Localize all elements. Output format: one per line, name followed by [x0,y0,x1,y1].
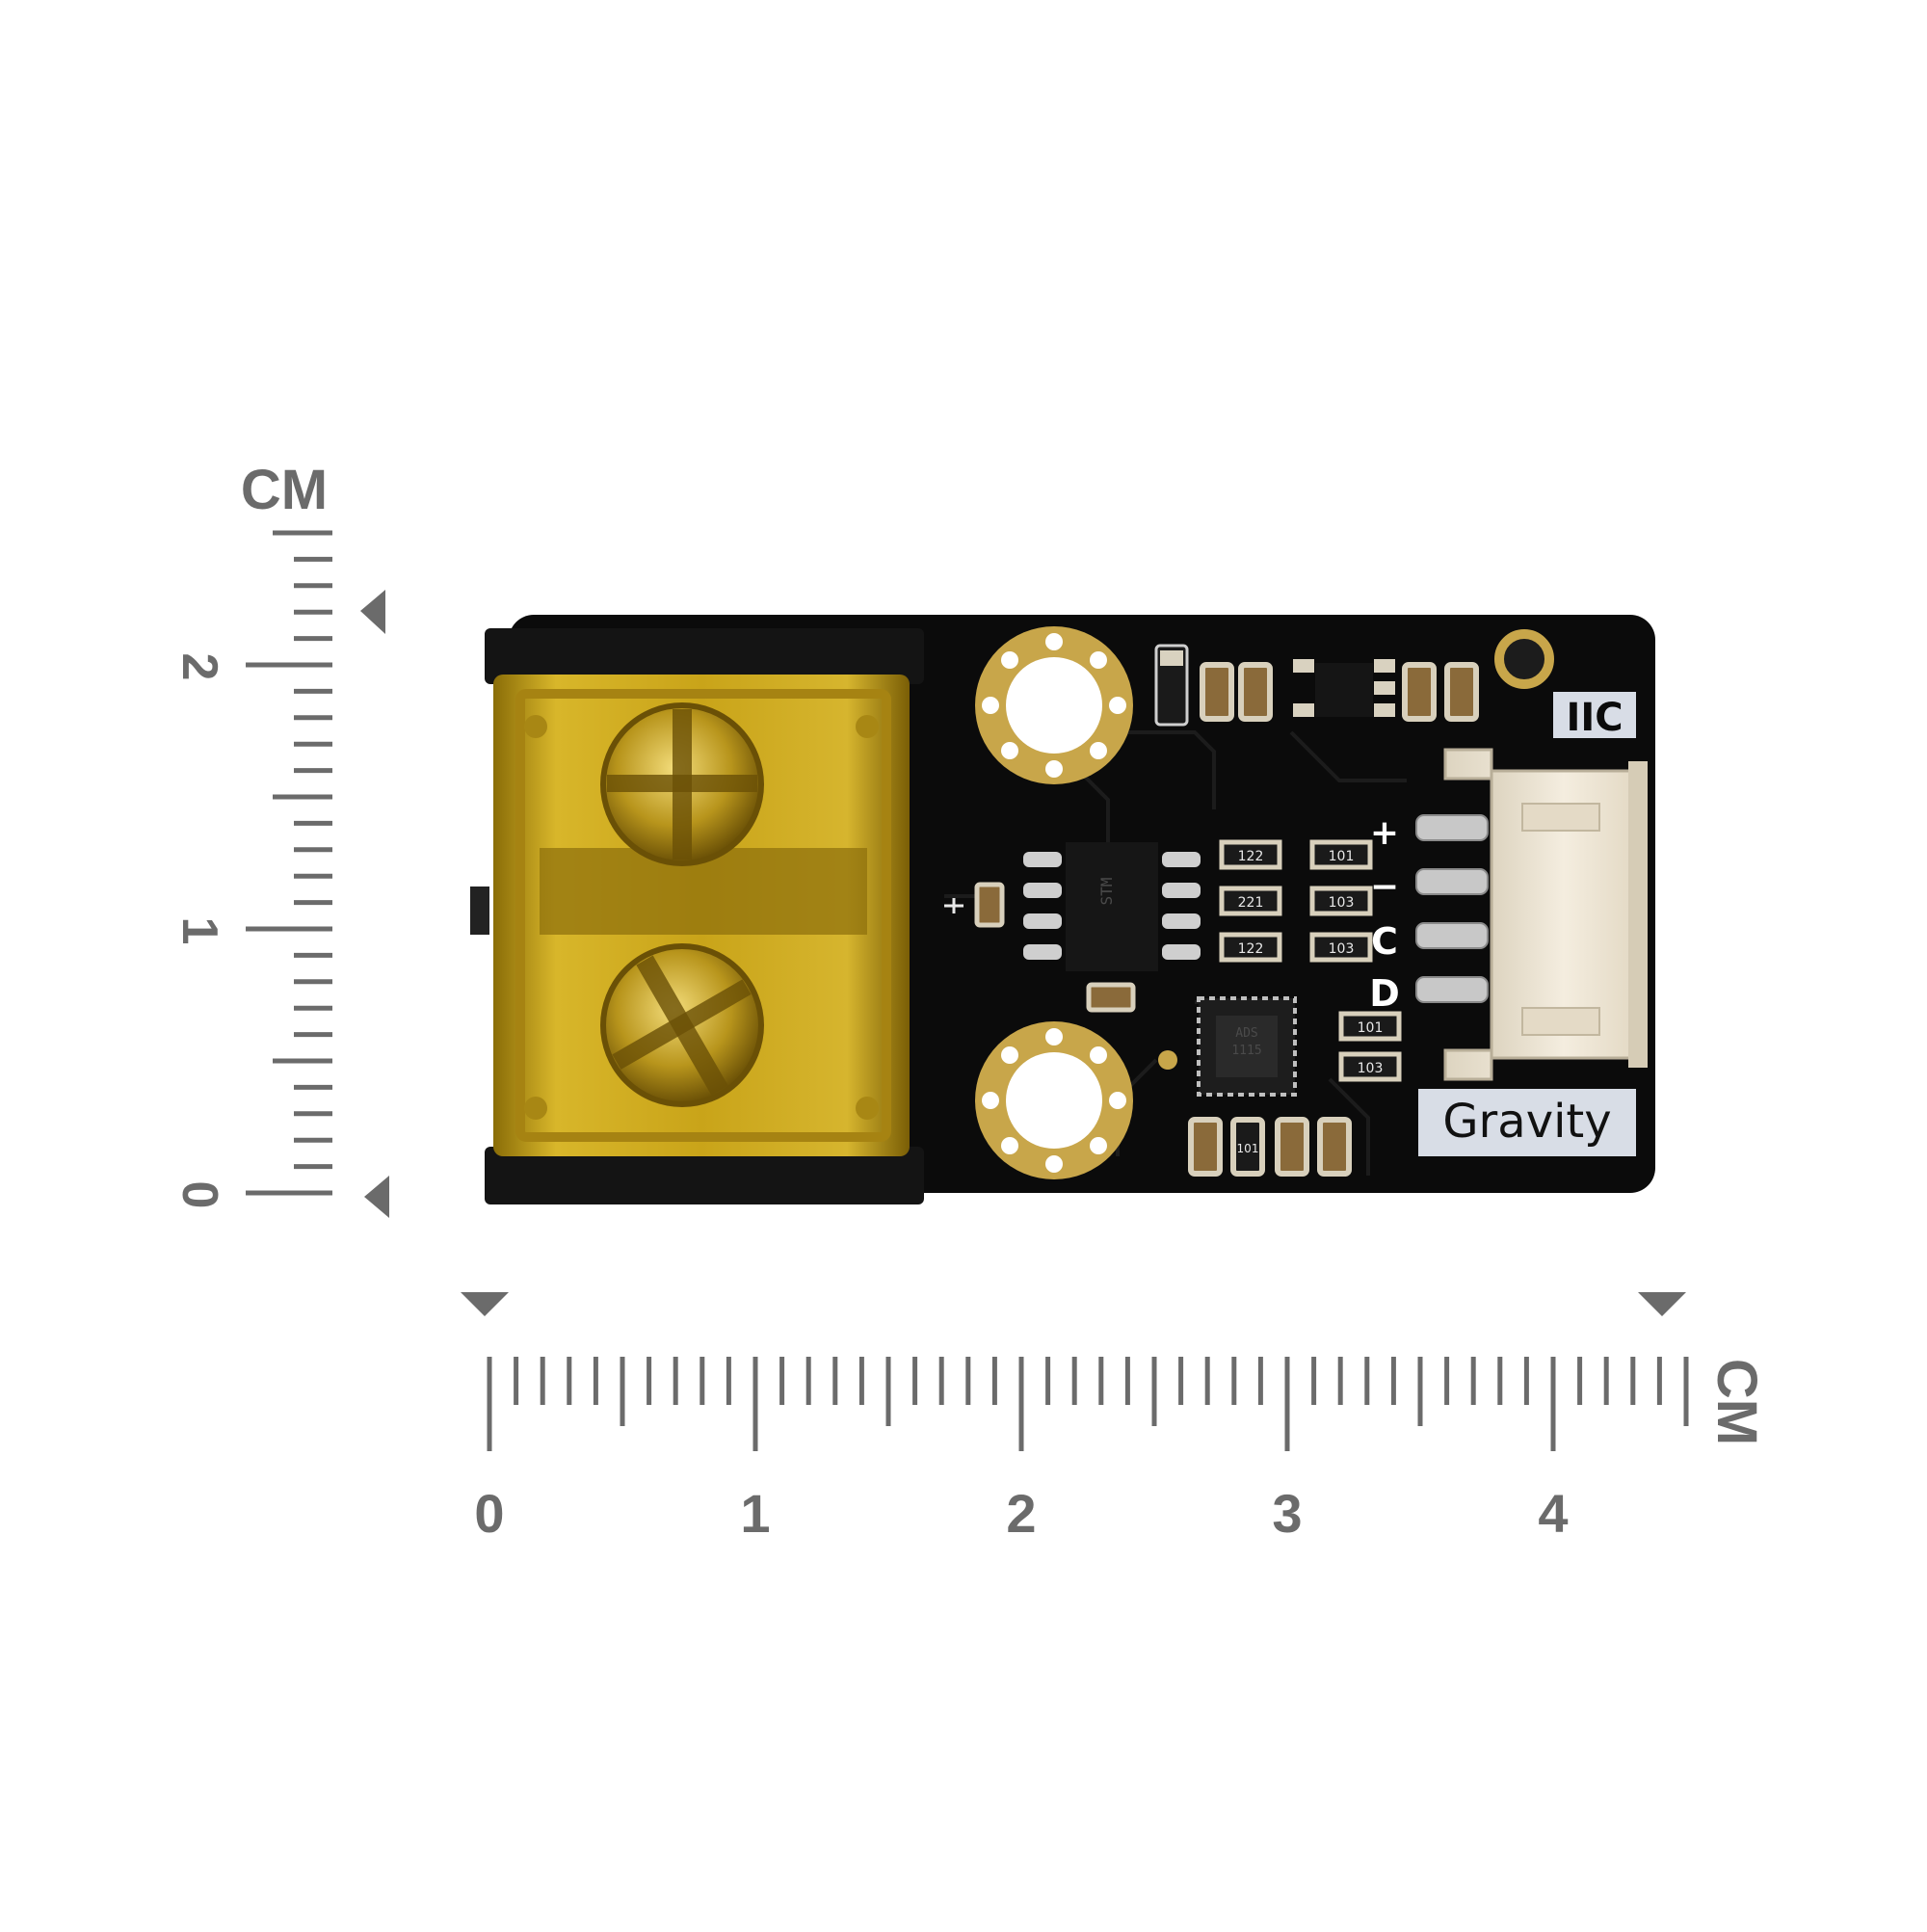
vertical-marker-top [360,590,385,634]
iic-label: IIC [1566,696,1623,740]
pin-label-minus: − [1370,867,1399,907]
terminal-frame [515,689,891,1142]
resistor-column-left: 122 221 122 [1219,839,1282,963]
resistor-code: 101 [1329,849,1355,864]
pin-label-d: D [1369,972,1400,1015]
resistor-column-right: 101 103 103 [1309,839,1373,963]
test-point [1494,629,1554,689]
resistor-code: 101 [1358,1020,1384,1036]
capacitor [1086,982,1136,1013]
vertical-number-2: 2 [172,653,227,681]
vertical-unit-label: CM [241,459,328,521]
gravity-connector [1415,748,1648,1081]
capacitor [974,882,1005,928]
vertical-number-1: 1 [172,917,227,945]
pin-labels: + − C D [1369,813,1400,1015]
resistor-code: 103 [1329,941,1355,957]
top-smd-components [1154,644,1479,727]
mounting-hole-bottom [975,1021,1133,1179]
resistor-code: 101 [1237,1142,1259,1155]
gravity-badge: Gravity [1418,1089,1636,1156]
svg-text:ADS: ADS [1235,1026,1257,1041]
horizontal-marker-left [461,1292,509,1316]
horizontal-number-4: 4 [1538,1483,1568,1544]
screw-bottom [600,943,764,1107]
screw-top [600,702,764,866]
resistors-near-adc: 101 103 [1338,1011,1402,1082]
terminal-pins [524,715,879,1120]
vertical-marker-bottom [364,1176,389,1218]
adc-chip: ADS 1115 [1197,996,1297,1097]
via-pad [1158,1050,1177,1070]
svg-text:1115: 1115 [1231,1044,1261,1058]
horizontal-number-0: 0 [474,1483,504,1544]
bottom-smd-components: 101 [1188,1117,1352,1177]
horizontal-number-1: 1 [740,1483,770,1544]
pin-label-c: C [1371,920,1398,963]
vertical-number-0: 0 [172,1181,227,1209]
horizontal-number-3: 3 [1272,1483,1302,1544]
svg-text:STM: STM [1097,878,1116,906]
resistor-code: 103 [1329,895,1355,911]
iic-badge: IIC [1553,692,1636,740]
resistor-code: 122 [1238,941,1264,957]
horizontal-number-2: 2 [1006,1483,1036,1544]
gravity-label: Gravity [1442,1095,1611,1149]
terminal-top-cap [485,628,924,684]
pin-label-plus: + [1370,813,1399,853]
vertical-ticks [246,530,332,1196]
resistor-code: 103 [1358,1061,1384,1076]
screw-terminal [470,628,924,1204]
vertical-scale: CM 0 1 2 [172,459,389,1218]
horizontal-scale: 0 1 2 3 4 CM [461,1292,1768,1544]
resistor-code: 221 [1238,895,1264,911]
terminal-bottom-cap [485,1147,924,1204]
horizontal-marker-right [1638,1292,1686,1316]
opamp-chip: STM [1023,842,1201,971]
horizontal-unit-label: CM [1705,1359,1768,1445]
terminal-side-clip [470,887,489,935]
resistor-code: 122 [1238,849,1264,864]
horizontal-ticks [487,1357,1689,1451]
mounting-hole-top [975,626,1133,784]
